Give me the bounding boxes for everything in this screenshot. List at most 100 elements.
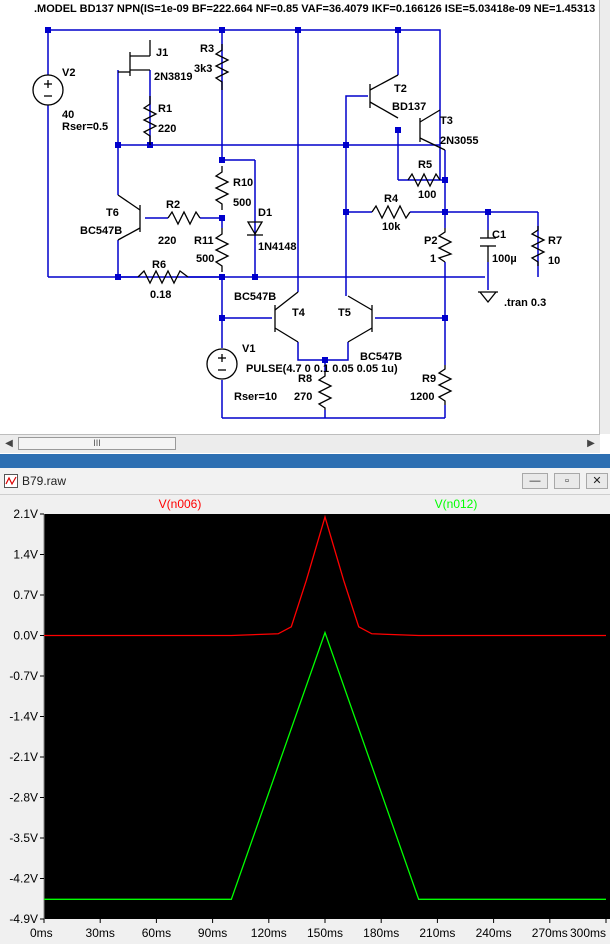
c1-capacitor-symbol <box>480 230 496 262</box>
t4-transistor-symbol <box>274 291 299 343</box>
t6-transistor-symbol <box>117 194 141 241</box>
r1-resistor-symbol <box>142 96 158 145</box>
t5-label: T5 <box>338 307 351 319</box>
p2-label: P2 <box>424 235 437 247</box>
waveform-titlebar[interactable]: B79.raw — ▫ ✕ <box>0 468 610 495</box>
y-tick-label: -3.5V <box>9 831 38 845</box>
r7-label: R7 <box>548 235 562 247</box>
r8-resistor-symbol <box>317 372 333 410</box>
schematic-editor[interactable]: .MODEL BD137 NPN(IS=1e-09 BF=222.664 NF=… <box>0 0 610 454</box>
t4-label: T4 <box>292 307 306 319</box>
r2-value: 220 <box>158 235 176 247</box>
y-tick-label: 1.4V <box>13 548 38 562</box>
restore-button[interactable]: ▫ <box>554 473 580 489</box>
v2-rser: Rser=0.5 <box>62 121 108 133</box>
r5-resistor-symbol <box>407 172 441 188</box>
d1-diode-symbol <box>246 221 264 236</box>
r11-resistor-symbol <box>214 228 230 272</box>
v2-label: V2 <box>62 67 75 79</box>
t2-transistor-symbol <box>369 74 399 119</box>
p2-resistor-symbol <box>437 228 453 263</box>
horizontal-scrollbar[interactable]: ◀ III ▶ <box>0 434 600 453</box>
d1-model: 1N4148 <box>258 241 297 253</box>
r10-resistor-symbol <box>214 166 230 210</box>
trace-label-v-n012[interactable]: V(n012) <box>435 497 478 511</box>
horizontal-scroll-thumb[interactable]: III <box>18 437 176 450</box>
v1-pulse: PULSE(4.7 0 0.1 0.05 0.05 1u) <box>246 363 398 375</box>
vertical-scrollbar[interactable] <box>599 0 610 434</box>
r4-label: R4 <box>384 193 399 205</box>
model-directive: .MODEL BD137 NPN(IS=1e-09 BF=222.664 NF=… <box>34 3 600 15</box>
t3-model: 2N3055 <box>440 135 479 147</box>
x-tick-label: 120ms <box>251 926 287 940</box>
t2-label: T2 <box>394 83 407 95</box>
j1-model: 2N3819 <box>154 71 193 83</box>
x-tick-label: 30ms <box>86 926 115 940</box>
t3-label: T3 <box>440 115 453 127</box>
r5-label: R5 <box>418 159 432 171</box>
r2-resistor-symbol <box>167 210 201 226</box>
plot-area[interactable] <box>44 514 610 919</box>
r1-value: 220 <box>158 123 176 135</box>
r8-label: R8 <box>298 373 312 385</box>
r11-value: 500 <box>196 253 214 265</box>
schematic-wires <box>47 29 539 419</box>
v1-label: V1 <box>242 343 255 355</box>
x-tick-label: 180ms <box>363 926 399 940</box>
r9-resistor-symbol <box>437 365 453 405</box>
r3-label: R3 <box>200 43 214 55</box>
x-tick-label: 270ms <box>532 926 568 940</box>
trace-v-n006 <box>44 514 606 637</box>
t3-transistor-symbol <box>419 109 446 151</box>
y-tick-label: -1.4V <box>9 710 38 724</box>
r7-value: 10 <box>548 255 560 267</box>
t5-transistor-symbol <box>347 295 373 343</box>
r4-value: 10k <box>382 221 401 233</box>
r2-label: R2 <box>166 199 180 211</box>
x-tick-label: 240ms <box>476 926 512 940</box>
r3-resistor-symbol <box>214 44 230 90</box>
trace-label-v-n006[interactable]: V(n006) <box>159 497 202 511</box>
r9-value: 1200 <box>410 391 434 403</box>
c1-label: C1 <box>492 229 506 241</box>
close-button[interactable]: ✕ <box>586 473 608 489</box>
y-tick-label: 0.0V <box>13 629 38 643</box>
v1-rser: Rser=10 <box>234 391 277 403</box>
schematic-canvas[interactable]: .MODEL BD137 NPN(IS=1e-09 BF=222.664 NF=… <box>0 0 600 434</box>
x-tick-label: 0ms <box>30 926 53 940</box>
minimize-button[interactable]: — <box>522 473 548 489</box>
y-tick-label: -2.8V <box>9 791 38 805</box>
r6-resistor-symbol <box>137 269 189 285</box>
c1-value: 100µ <box>492 253 517 265</box>
scroll-right-icon[interactable]: ▶ <box>587 438 595 449</box>
r5-value: 100 <box>418 189 436 201</box>
r10-value: 500 <box>233 197 251 209</box>
scroll-left-icon[interactable]: ◀ <box>5 438 13 449</box>
ground-symbol <box>478 291 498 304</box>
p2-value: 1 <box>430 253 436 265</box>
tran-directive: .tran 0.3 <box>504 297 546 309</box>
r11-label: R11 <box>194 235 214 247</box>
r4-resistor-symbol <box>371 204 411 220</box>
r7-resistor-symbol <box>530 226 546 266</box>
d1-label: D1 <box>258 207 272 219</box>
y-tick-label: -4.2V <box>9 872 38 886</box>
v2-source-symbol <box>32 74 64 106</box>
x-tick-label: 300ms <box>570 926 606 940</box>
x-tick-label: 60ms <box>142 926 171 940</box>
y-axis: 2.1V1.4V0.7V0.0V-0.7V-1.4V-2.1V-2.8V-3.5… <box>9 507 44 926</box>
r3-value: 3k3 <box>194 63 212 75</box>
y-tick-label: 0.7V <box>13 588 38 602</box>
window-separator <box>0 454 610 468</box>
y-tick-label: -0.7V <box>9 669 38 683</box>
r10-label: R10 <box>233 177 253 189</box>
r6-label: R6 <box>152 259 166 271</box>
r8-value: 270 <box>294 391 312 403</box>
waveform-app-icon <box>4 474 18 488</box>
waveform-plot[interactable]: 2.1V1.4V0.7V0.0V-0.7V-1.4V-2.1V-2.8V-3.5… <box>0 494 610 944</box>
x-tick-label: 150ms <box>307 926 343 940</box>
x-tick-label: 90ms <box>198 926 227 940</box>
y-tick-label: -4.9V <box>9 912 38 926</box>
